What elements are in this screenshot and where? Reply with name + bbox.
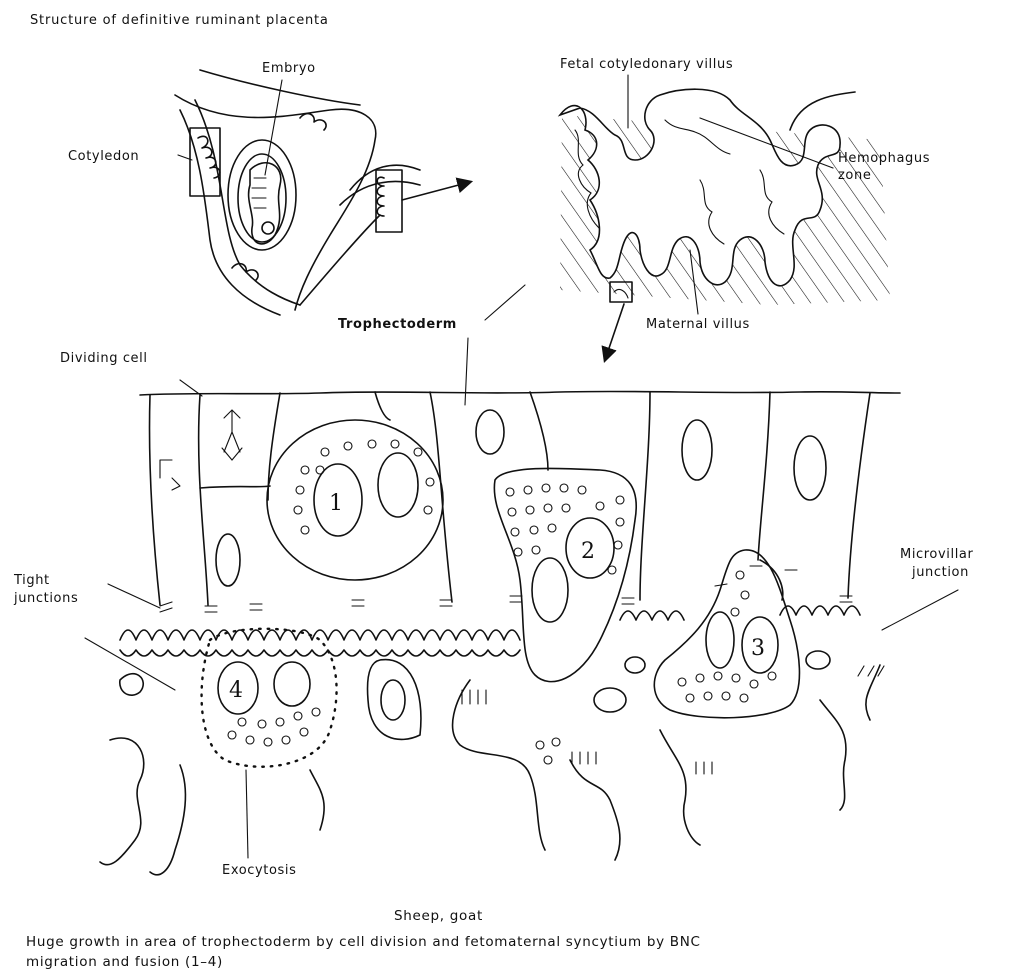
label-hemophagus-1: Hemophagus <box>838 151 930 166</box>
cell-number-1: 1 <box>329 491 343 516</box>
arrow-to-detail <box>605 304 624 360</box>
label-fetal-villus: Fetal cotyledonary villus <box>560 57 733 72</box>
arrow-to-villus <box>402 182 470 200</box>
uterus-sketch <box>175 70 470 315</box>
label-microvillar-1: Microvillar <box>900 547 973 562</box>
label-tight-2: junctions <box>13 591 78 606</box>
species-label: Sheep, goat <box>394 908 483 924</box>
microvillar-wave <box>120 630 520 640</box>
label-dividing-cell: Dividing cell <box>60 351 148 366</box>
label-exocytosis: Exocytosis <box>222 863 297 878</box>
cell-diagram <box>85 338 958 875</box>
label-cotyledon: Cotyledon <box>68 149 139 164</box>
bnc-1 <box>267 420 443 580</box>
caption-line-1: Huge growth in area of trophectoderm by … <box>26 934 701 950</box>
figure-title: Structure of definitive ruminant placent… <box>30 13 329 28</box>
label-embryo: Embryo <box>262 61 316 76</box>
label-microvillar-2: junction <box>911 565 969 580</box>
cell-number-2: 2 <box>581 539 595 564</box>
bnc-4 <box>202 629 337 767</box>
caption-line-2: migration and fusion (1–4) <box>26 954 223 970</box>
label-maternal-villus: Maternal villus <box>646 317 750 332</box>
cell-number-3: 3 <box>751 636 765 661</box>
label-tight-1: Tight <box>13 573 50 588</box>
label-hemophagus-2: zone <box>838 168 871 183</box>
label-trophectoderm: Trophectoderm <box>338 317 457 332</box>
cell-number-4: 4 <box>229 678 243 703</box>
